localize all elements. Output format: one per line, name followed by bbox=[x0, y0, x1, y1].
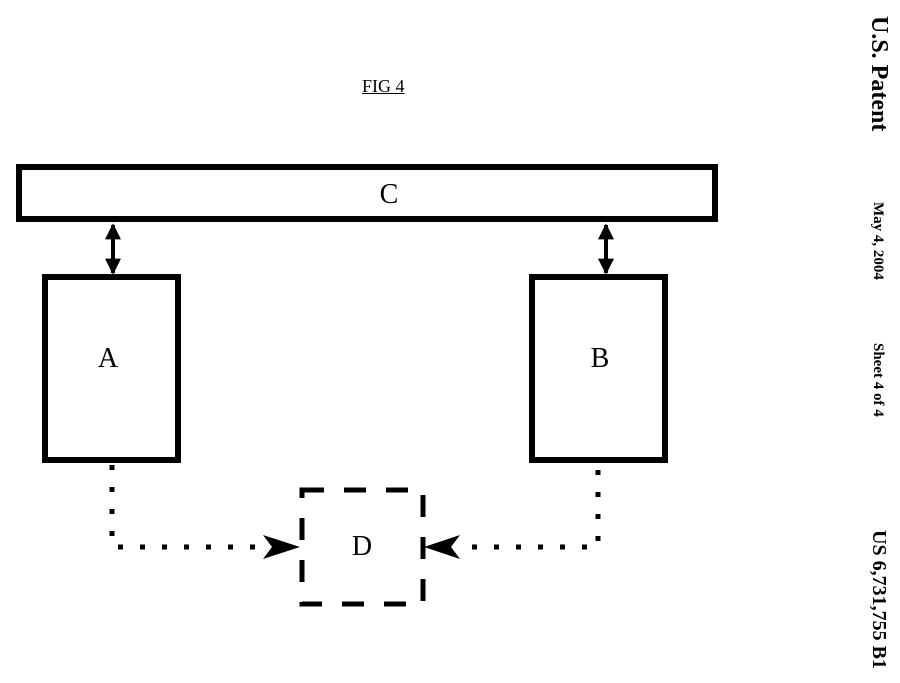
node-d-box bbox=[299, 487, 426, 607]
node-a: A bbox=[42, 274, 181, 463]
edge-a-d-arrowhead bbox=[263, 535, 300, 559]
node-c: C bbox=[16, 164, 718, 222]
node-c-box bbox=[16, 164, 718, 222]
node-b-box bbox=[529, 274, 668, 463]
edge-b-d-arrowhead bbox=[424, 535, 460, 559]
node-a-label: A bbox=[98, 343, 119, 374]
figure-title: FIG 4 bbox=[362, 76, 405, 96]
node-b: B bbox=[529, 274, 668, 463]
node-b-label: B bbox=[591, 343, 610, 374]
edge-a-d-dotted-line bbox=[109, 465, 270, 550]
node-a-box bbox=[42, 274, 181, 463]
node-d-label: D bbox=[352, 531, 372, 562]
node-d: D bbox=[299, 487, 426, 607]
edge-b-d-dotted-line bbox=[460, 470, 601, 550]
node-c-label: C bbox=[380, 179, 399, 210]
